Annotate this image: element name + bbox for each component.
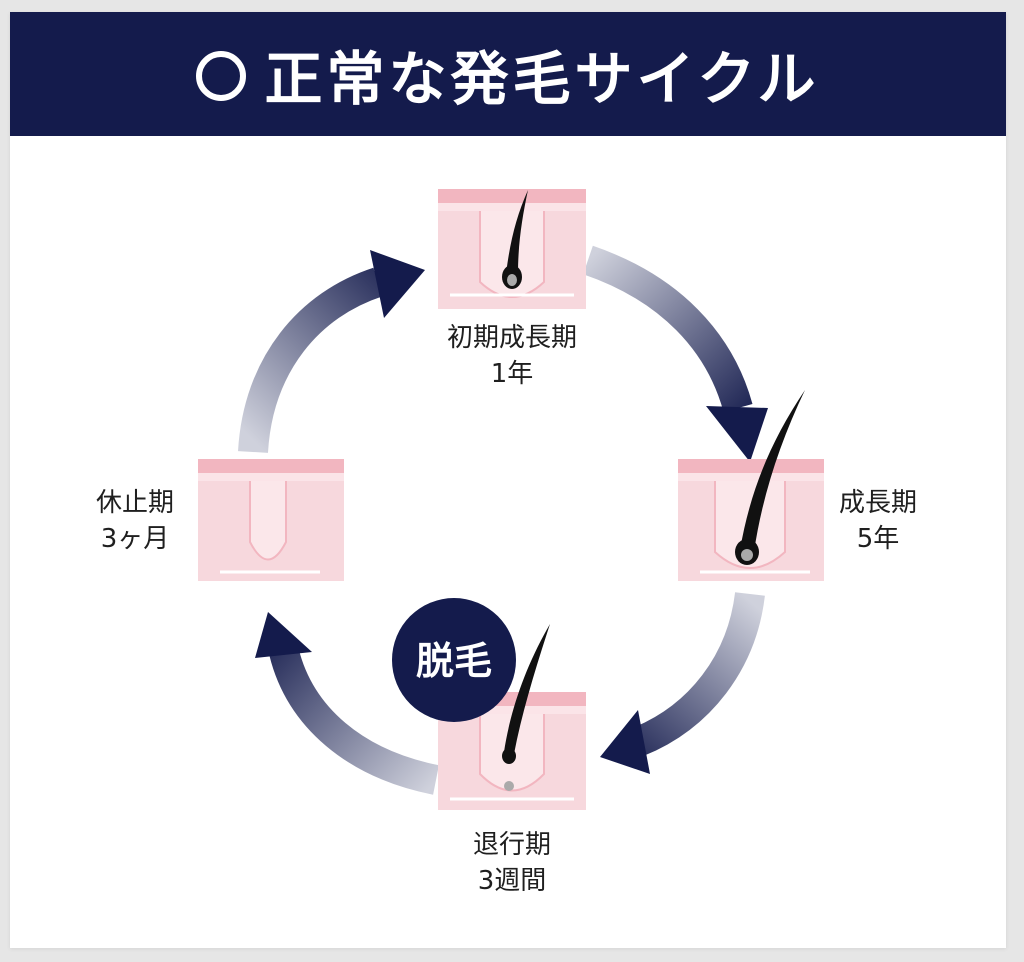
title-banner: 正常な発毛サイクル bbox=[10, 12, 1006, 136]
stage-duration: 1年 bbox=[490, 359, 534, 389]
hair-cycle-diagram: 脱毛 bbox=[198, 189, 824, 810]
stage-label-regression: 退行期 3週間 bbox=[422, 827, 602, 899]
stage-label-growth: 成長期 5年 bbox=[818, 485, 938, 557]
stage-name: 休止期 bbox=[95, 488, 174, 518]
stage-label-rest: 休止期 3ヶ月 bbox=[80, 485, 190, 557]
stage-name: 初期成長期 bbox=[446, 323, 577, 353]
cycle-arrow-icon bbox=[255, 612, 440, 795]
stage-duration: 3週間 bbox=[477, 866, 547, 896]
cycle-card: 正常な発毛サイクル bbox=[10, 12, 1006, 948]
cycle-arrow-icon bbox=[583, 245, 768, 462]
skin-cross-section-icon bbox=[438, 189, 586, 309]
page-title: 正常な発毛サイクル bbox=[264, 45, 820, 113]
cycle-arrow-icon bbox=[238, 250, 425, 454]
stage-name: 成長期 bbox=[838, 488, 917, 518]
stage-label-early-growth: 初期成長期 1年 bbox=[402, 320, 622, 392]
hair-strand-icon bbox=[502, 190, 528, 289]
hair-strand-icon bbox=[502, 624, 550, 791]
cycle-arrow-icon bbox=[600, 591, 765, 774]
skin-cross-section-icon bbox=[678, 390, 824, 581]
stage-name: 退行期 bbox=[472, 830, 551, 860]
stage-duration: 5年 bbox=[856, 524, 900, 554]
shedding-badge: 脱毛 bbox=[392, 598, 516, 722]
hair-strand-icon bbox=[735, 390, 805, 565]
stage-duration: 3ヶ月 bbox=[100, 524, 170, 554]
skin-cross-section-icon bbox=[198, 459, 344, 581]
circle-mark-icon bbox=[196, 51, 247, 101]
shedding-badge-label: 脱毛 bbox=[416, 639, 492, 683]
